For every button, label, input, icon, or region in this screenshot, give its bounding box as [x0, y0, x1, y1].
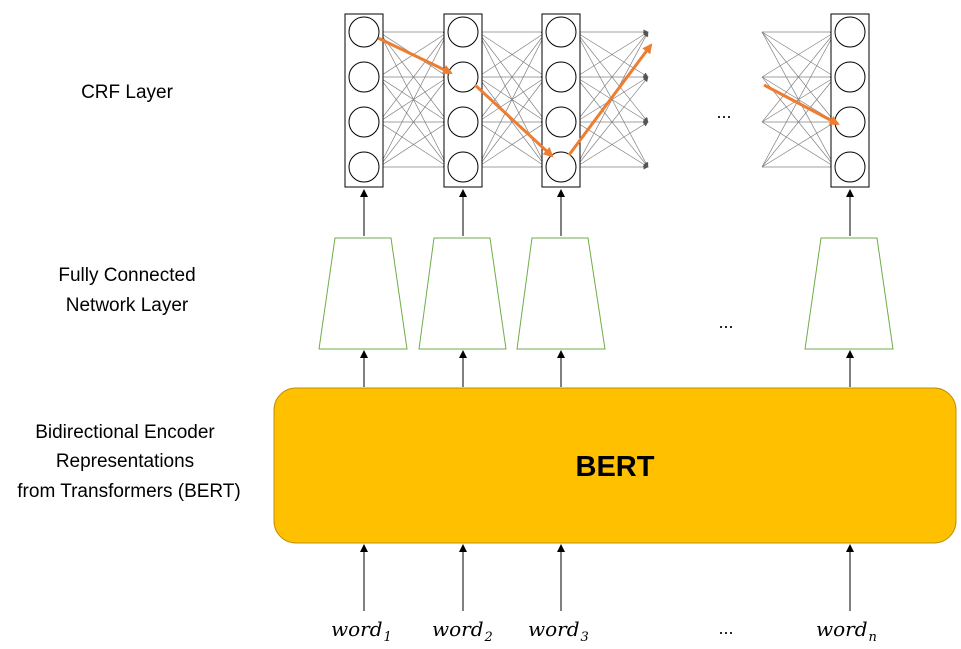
bert-layer-label-line3: from Transformers (BERT) — [17, 481, 240, 502]
crf-link — [575, 121, 649, 168]
word-2-subscript: 2 — [484, 630, 493, 645]
word-ellipsis: ... — [718, 618, 733, 638]
crf-state-node — [545, 61, 577, 93]
crf-link — [378, 76, 449, 168]
fc-trapezoid — [804, 237, 894, 350]
crf-token-column — [830, 13, 870, 188]
crf-token-column — [344, 13, 384, 188]
input-word-n: wordn — [816, 617, 877, 645]
bert-box — [273, 387, 957, 544]
crf-state-node — [348, 61, 380, 93]
svg-text:word3: word3 — [528, 617, 589, 645]
crf-link — [761, 31, 836, 78]
crf-state-node — [834, 151, 866, 183]
input-word-1: word1 — [331, 617, 392, 645]
crf-transition-links — [378, 29, 836, 170]
crf-link — [477, 121, 547, 168]
crf-link — [378, 31, 449, 168]
crf-state-node — [447, 106, 479, 138]
svg-text:word1: word1 — [331, 617, 392, 645]
svg-text:word2: word2 — [432, 617, 493, 645]
word-1-subscript: 1 — [384, 630, 392, 645]
input-word-2: word2 — [432, 617, 493, 645]
fc-layer-label-line2: Network Layer — [66, 295, 189, 316]
word-n-base: word — [816, 617, 868, 641]
crf-link — [477, 31, 547, 78]
word-2-base: word — [432, 617, 484, 641]
crf-link — [575, 76, 649, 168]
crf-link — [378, 31, 449, 123]
word-3-subscript: 3 — [581, 630, 589, 645]
best-path-segment — [567, 43, 653, 156]
crf-columns — [344, 13, 870, 188]
crf-state-node — [348, 151, 380, 183]
crf-state-node — [447, 151, 479, 183]
crf-state-node — [447, 61, 479, 93]
crf-link — [575, 31, 649, 123]
crf-state-node — [834, 16, 866, 48]
best-path-segment — [377, 36, 453, 75]
bert-layer-label-line1: Bidirectional Encoder — [35, 422, 215, 443]
word-3-base: word — [528, 617, 580, 641]
bert-box-label: BERT — [576, 451, 655, 483]
crf-link — [761, 76, 836, 168]
crf-state-node — [348, 16, 380, 48]
layer-arrows — [360, 189, 854, 611]
crf-layer-label: CRF Layer — [81, 82, 174, 103]
crf-ellipsis: ... — [716, 102, 731, 122]
crf-state-node — [834, 106, 866, 138]
fc-ellipsis: ... — [718, 312, 733, 332]
input-word-3: word3 — [528, 617, 589, 645]
crf-state-node — [545, 151, 577, 183]
best-path-segment — [473, 83, 554, 158]
crf-token-column — [443, 13, 483, 188]
crf-token-column — [541, 13, 581, 188]
crf-link — [575, 31, 649, 78]
crf-state-node — [545, 106, 577, 138]
fc-trapezoid — [516, 237, 606, 350]
fc-layer-label-line1: Fully Connected — [58, 265, 195, 286]
crf-link — [761, 31, 836, 168]
fc-trapezoid — [418, 237, 507, 350]
crf-best-path — [377, 36, 840, 158]
bert-layer-label-line2: Representations — [56, 451, 194, 472]
crf-link — [378, 121, 449, 168]
crf-state-node — [545, 16, 577, 48]
crf-state-node — [348, 106, 380, 138]
crf-link — [477, 31, 547, 168]
crf-state-node — [834, 61, 866, 93]
word-n-subscript: n — [869, 630, 877, 645]
word-1-base: word — [331, 617, 383, 641]
crf-link — [477, 31, 547, 123]
crf-state-node — [447, 16, 479, 48]
fc-blocks — [318, 237, 894, 350]
svg-text:wordn: wordn — [816, 617, 877, 645]
fc-trapezoid — [318, 237, 408, 350]
crf-link — [761, 31, 836, 123]
crf-link — [761, 121, 836, 168]
crf-link — [477, 76, 547, 168]
best-path-segment — [763, 83, 840, 126]
